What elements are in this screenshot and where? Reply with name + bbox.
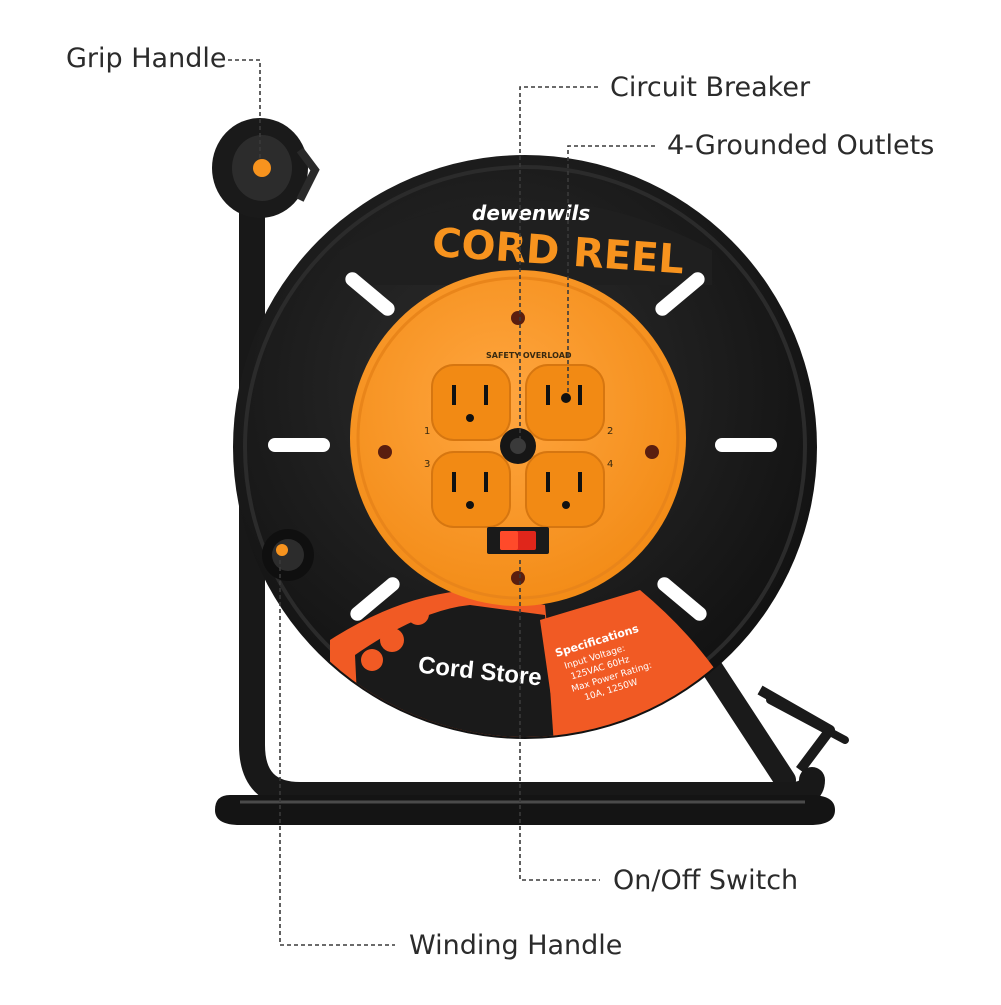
leader-lines	[228, 59, 655, 946]
frame-tube	[215, 177, 835, 825]
callout-on-off-switch: On/Off Switch	[613, 865, 799, 896]
callout-grounded-outlets: 4-Grounded Outlets	[667, 130, 935, 161]
outlet-3[interactable]	[431, 451, 511, 528]
grip-handle-orange-dot-icon	[253, 159, 271, 177]
outlet-hub: SAFETY OVERLOAD	[350, 270, 686, 606]
outlet-number-2: 2	[607, 426, 613, 437]
callout-winding-handle: Winding Handle	[409, 930, 623, 961]
on-off-switch[interactable]	[487, 527, 549, 554]
circuit-breaker[interactable]	[500, 428, 536, 464]
frame-rear	[689, 639, 849, 791]
outlet-4[interactable]	[525, 451, 605, 528]
callout-grip-handle: Grip Handle	[66, 43, 227, 74]
drill-icon	[380, 628, 404, 652]
outlet-number-3: 3	[424, 459, 430, 470]
winding-handle[interactable]	[262, 529, 314, 581]
outlet-1[interactable]	[431, 364, 511, 441]
outlet-number-1: 1	[424, 426, 430, 437]
outlet-2[interactable]	[525, 364, 605, 441]
disc-slots	[268, 272, 777, 621]
safety-overload-label: SAFETY OVERLOAD	[486, 351, 572, 360]
brand-logo: dewenwils	[472, 201, 590, 225]
tool-icon	[407, 603, 429, 625]
outlet-number-4: 4	[607, 459, 613, 470]
grip-handle[interactable]	[212, 118, 320, 218]
saw-icon	[361, 649, 383, 671]
callout-circuit-breaker: Circuit Breaker	[610, 72, 811, 103]
winding-handle-dot-icon	[276, 544, 288, 556]
grounded-outlets[interactable]	[431, 364, 605, 528]
